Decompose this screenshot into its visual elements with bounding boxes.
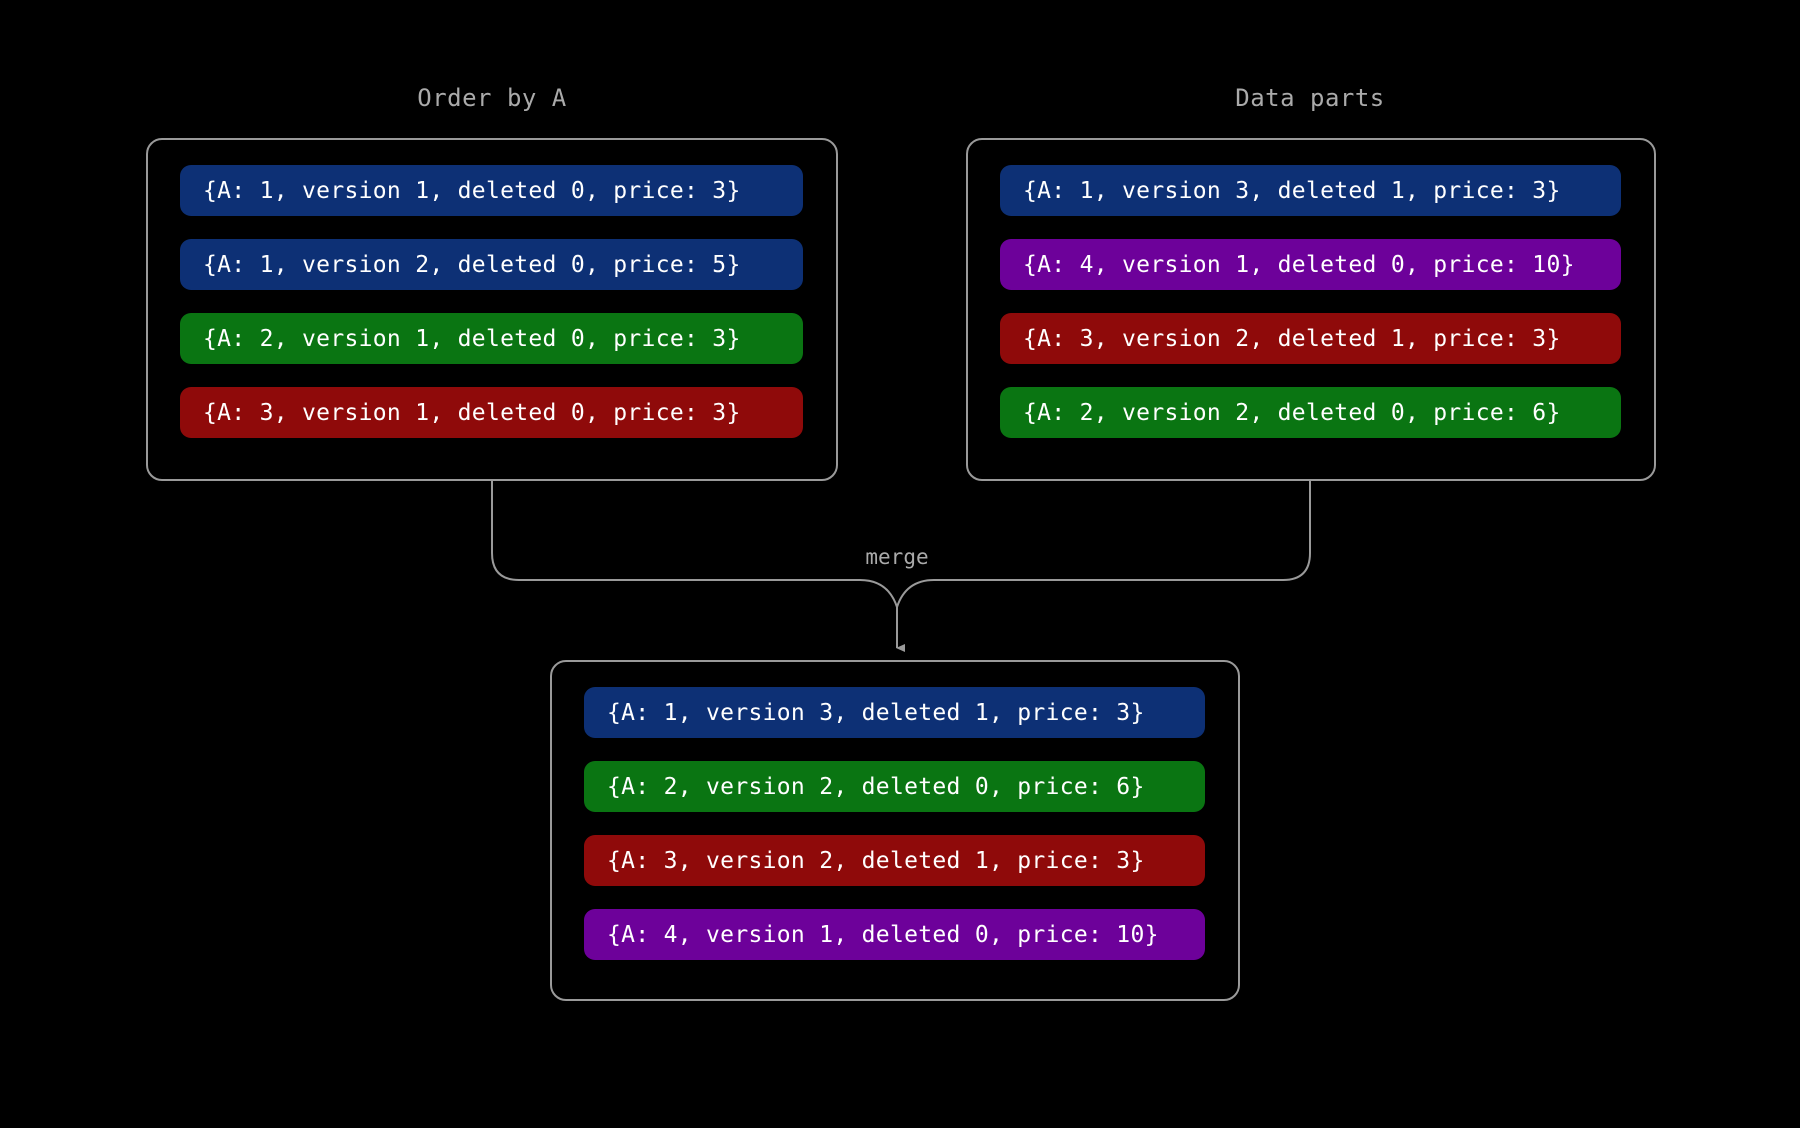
- list-item[interactable]: {A: 3, version 2, deleted 1, price: 3}: [1000, 313, 1621, 364]
- list-item[interactable]: {A: 3, version 1, deleted 0, price: 3}: [180, 387, 803, 438]
- panel-data-parts-rows: {A: 1, version 3, deleted 1, price: 3} {…: [1000, 165, 1621, 438]
- list-item[interactable]: {A: 1, version 1, deleted 0, price: 3}: [180, 165, 803, 216]
- panel-order-by-a: {A: 1, version 1, deleted 0, price: 3} {…: [146, 138, 838, 481]
- panel-order-by-a-rows: {A: 1, version 1, deleted 0, price: 3} {…: [180, 165, 803, 438]
- list-item[interactable]: {A: 4, version 1, deleted 0, price: 10}: [584, 909, 1205, 960]
- panel-title-data-parts: Data parts: [1235, 84, 1385, 112]
- connector-path-left: [491, 481, 898, 608]
- merge-label: merge: [865, 545, 929, 569]
- list-item[interactable]: {A: 4, version 1, deleted 0, price: 10}: [1000, 239, 1621, 290]
- list-item[interactable]: {A: 2, version 1, deleted 0, price: 3}: [180, 313, 803, 364]
- list-item[interactable]: {A: 1, version 2, deleted 0, price: 5}: [180, 239, 803, 290]
- list-item[interactable]: {A: 2, version 2, deleted 0, price: 6}: [1000, 387, 1621, 438]
- list-item[interactable]: {A: 1, version 3, deleted 1, price: 3}: [1000, 165, 1621, 216]
- panel-merged-result-rows: {A: 1, version 3, deleted 1, price: 3} {…: [584, 687, 1205, 960]
- panel-title-order-by-a: Order by A: [417, 84, 567, 112]
- list-item[interactable]: {A: 1, version 3, deleted 1, price: 3}: [584, 687, 1205, 738]
- list-item[interactable]: {A: 2, version 2, deleted 0, price: 6}: [584, 761, 1205, 812]
- panel-merged-result: {A: 1, version 3, deleted 1, price: 3} {…: [550, 660, 1240, 1001]
- connector-path-right: [896, 481, 1311, 608]
- panel-data-parts: {A: 1, version 3, deleted 1, price: 3} {…: [966, 138, 1656, 481]
- list-item[interactable]: {A: 3, version 2, deleted 1, price: 3}: [584, 835, 1205, 886]
